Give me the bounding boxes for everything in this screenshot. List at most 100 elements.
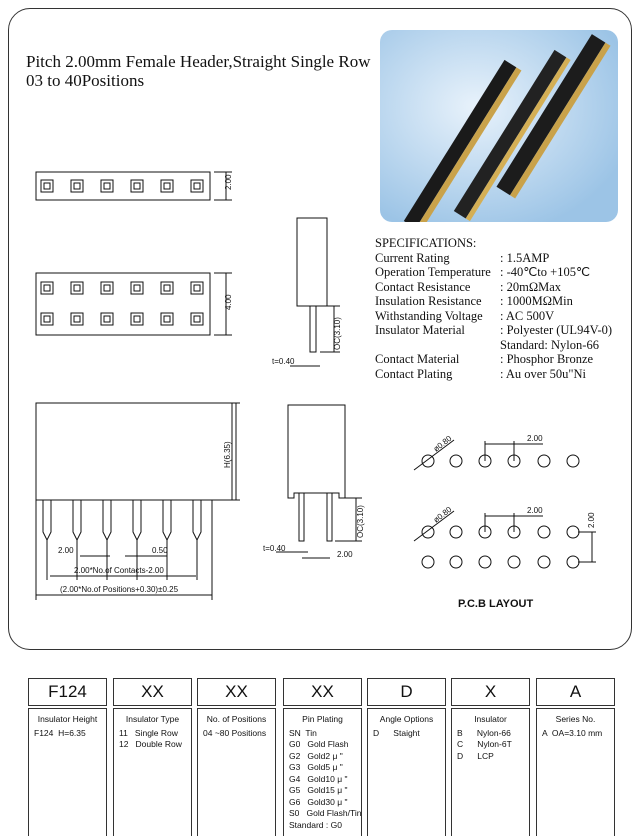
pcb-hole xyxy=(566,454,580,468)
pad-square xyxy=(100,179,114,193)
pcb-hole xyxy=(449,525,463,539)
description-heading: Pin Plating xyxy=(302,714,343,724)
pad-square xyxy=(70,312,84,326)
page-frame xyxy=(8,8,632,650)
pcb-hole xyxy=(449,454,463,468)
description-heading: Series No. xyxy=(555,714,596,724)
pad-square xyxy=(190,179,204,193)
contacts-length-dim: 2.00*No.of Contacts-2.00 xyxy=(74,566,164,575)
pad-square xyxy=(160,179,174,193)
hole-dia-dim-1: ø0.80 xyxy=(432,434,454,454)
spec-row: Withstanding Voltage : AC 500V xyxy=(375,309,612,324)
spec-key: Contact Material xyxy=(375,352,460,366)
side-view-bottom: OC(3.10) t=0.40 2.00 xyxy=(263,404,365,559)
spec-value: : Phosphor Bronze xyxy=(500,352,594,366)
single-row-top-view: 2.00 xyxy=(35,171,233,201)
pcb-hole xyxy=(421,555,435,569)
pcb-pitch-dim-1: 2.00 xyxy=(527,434,543,443)
spec-key: Current Rating xyxy=(375,250,450,265)
pcb-hole xyxy=(566,555,580,569)
pcb-hole xyxy=(421,525,435,539)
description-line: SN Tin xyxy=(289,727,317,738)
part-code-box: X xyxy=(451,678,530,706)
spec-key: Contact Plating xyxy=(375,366,453,381)
part-code-box: D xyxy=(367,678,446,706)
description-line: C Nylon-6T xyxy=(457,739,512,749)
height-dim: H(6.35) xyxy=(223,441,232,468)
spec-value: : Polyester (UL94V-0) xyxy=(500,323,613,337)
pad-square xyxy=(100,312,114,326)
overall-length-dim: (2.00*No.of Positions+0.30)±0.25 xyxy=(60,585,179,594)
part-code-box: F124 xyxy=(28,678,107,706)
description-line: G5 Gold15 μ " xyxy=(289,785,348,795)
spec-row: Contact Resistance : 20mΩMax xyxy=(375,280,612,295)
spec-value: Standard: Nylon-66 xyxy=(500,337,599,352)
part-code-box: XX xyxy=(197,678,276,706)
pad-square xyxy=(100,281,114,295)
pcb-pitch-dim-2: 2.00 xyxy=(527,506,543,515)
pcb-hole xyxy=(507,555,521,569)
double-row-top-view: 4.00 xyxy=(35,272,233,336)
spec-value: : 1.5AMP xyxy=(500,250,550,265)
pcb-hole xyxy=(537,525,551,539)
pcb-hole xyxy=(449,555,463,569)
description-heading: Insulator Height xyxy=(37,714,98,724)
pin xyxy=(192,500,202,542)
description-heading: No. of Positions xyxy=(206,714,267,724)
product-title: Pitch 2.00mm Female Header,Straight Sing… xyxy=(26,52,370,90)
description-line: D Staight xyxy=(373,727,420,738)
code-description: Series No.A OA=3.10 mm xyxy=(536,708,615,836)
spec-value: : -40℃to +105℃ xyxy=(500,265,590,279)
spec-value: : AC 500V xyxy=(500,308,555,323)
code-description: Angle Options D Staight xyxy=(367,708,446,836)
pad-square xyxy=(40,281,54,295)
title-line-2: 03 to 40Positions xyxy=(26,71,145,90)
pcb-layout-label: P.C.B LAYOUT xyxy=(458,598,533,610)
description-line: G6 Gold30 μ " xyxy=(289,796,348,807)
pad-square xyxy=(160,312,174,326)
part-code-box: XX xyxy=(113,678,192,706)
description-heading: Insulator Type xyxy=(125,714,180,724)
pad-square xyxy=(160,281,174,295)
description-line: 11 Single Row xyxy=(119,727,178,738)
pad-square xyxy=(130,312,144,326)
pin-width-dim: 0.50 xyxy=(152,546,168,555)
product-photo xyxy=(380,30,618,222)
description-line: G2 Gold2 μ " xyxy=(289,750,343,761)
side-view-top: OC(3.10) t=0.40 xyxy=(272,217,342,367)
oc-dim-1: OC(3.10) xyxy=(333,317,342,350)
description-heading: Angle Options xyxy=(379,714,434,724)
description-line: F124 H=6.35 xyxy=(34,727,86,738)
spec-key: Contact Resistance xyxy=(375,279,471,294)
thickness-dim-2: t=0.40 xyxy=(263,544,286,553)
description-line: D LCP xyxy=(457,750,494,761)
spec-key: Insulation Resistance xyxy=(375,294,482,308)
spec-row: Contact Material : Phosphor Bronze xyxy=(375,352,612,367)
description-line: G3 Gold5 μ " xyxy=(289,762,343,772)
spec-value: : 20mΩMax xyxy=(500,279,562,294)
pcb-hole xyxy=(537,555,551,569)
spec-key: Insulator Material xyxy=(375,323,465,337)
pin xyxy=(42,500,52,542)
pad-square xyxy=(40,312,54,326)
pin xyxy=(72,500,82,542)
pcb-hole xyxy=(566,525,580,539)
pcb-row-dim: 2.00 xyxy=(587,512,596,528)
front-view: H(6.35) 2.00 0.50 2.00*No.of Contacts-2.… xyxy=(35,402,240,600)
pad-square xyxy=(70,281,84,295)
description-line: G4 Gold10 μ " xyxy=(289,773,348,784)
description-line: 12 Double Row xyxy=(119,739,182,749)
spec-key: Withstanding Voltage xyxy=(375,308,483,323)
pad-square xyxy=(130,281,144,295)
description-heading: Insulator xyxy=(474,714,507,724)
description-line: Standard : G0 xyxy=(289,819,342,830)
spec-row: Insulation Resistance: 1000MΩMin xyxy=(375,294,612,309)
hole-dia-dim-2: ø0.80 xyxy=(432,505,454,525)
thickness-dim-1: t=0.40 xyxy=(272,357,295,366)
spec-value: : Au over 50u"Ni xyxy=(500,366,586,381)
